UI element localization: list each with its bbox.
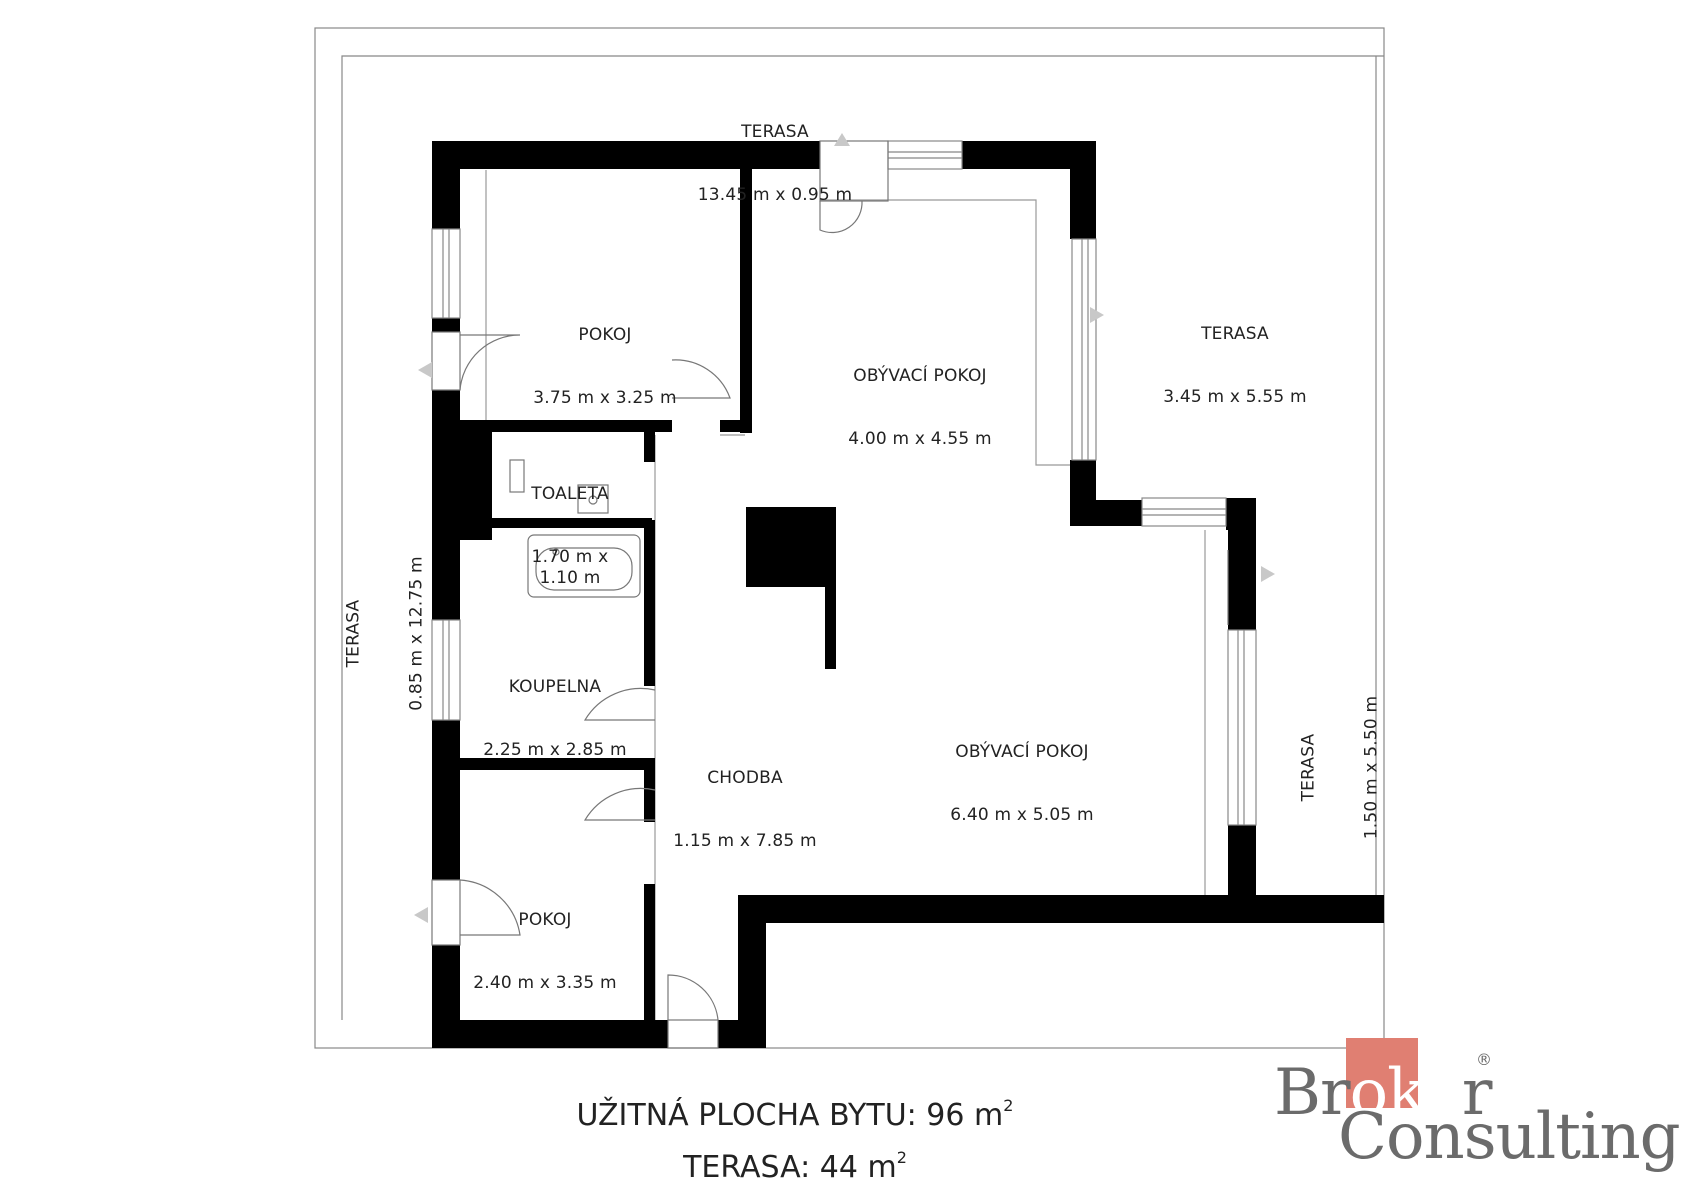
room-dims: 0.85 m x 12.75 m (406, 556, 427, 711)
room-dims: 13.45 m x 0.95 m (697, 185, 853, 205)
room-name: OBÝVACÍ POKOJ (853, 366, 987, 386)
fixtures (509, 459, 641, 598)
label-chodba: CHODBA 1.15 m x 7.85 m (645, 726, 845, 873)
registered-mark: ® (1476, 1050, 1492, 1069)
label-terasa-right: TERASA 3.45 m x 5.55 m (1125, 282, 1345, 429)
logo-word-consulting: Consulting (1338, 1100, 1681, 1174)
room-name: TOALETA (531, 484, 609, 504)
room-name: POKOJ (518, 910, 572, 930)
area-summary: UŽITNÁ PLOCHA BYTU: 96 m2 TERASA: 44 m2 (520, 1085, 1070, 1189)
room-name: CHODBA (707, 768, 783, 788)
logo-word-broker: Broker (1274, 1056, 1492, 1130)
broker-consulting-logo: Broker ® Consulting (1272, 1038, 1681, 1170)
room-dims: 2.25 m x 2.85 m (483, 740, 627, 760)
doors (431, 140, 1229, 1049)
room-dims: 6.40 m x 5.05 m (950, 805, 1094, 825)
room-dims: 4.00 m x 4.55 m (848, 429, 992, 449)
room-name: TERASA (1201, 324, 1269, 344)
label-terasa-top: TERASA 13.45 m x 0.95 m (660, 80, 890, 227)
label-toaleta: TOALETA 1.70 m x 1.10 m (510, 442, 630, 610)
label-obyvaci-1: OBÝVACÍ POKOJ 4.00 m x 4.55 m (810, 324, 1030, 471)
room-name: TERASA (741, 122, 809, 142)
terrace-area: TERASA: 44 m2 (683, 1148, 907, 1185)
room-name: TERASA (1298, 733, 1319, 802)
windows (431, 140, 1257, 826)
door-arrow-icons (414, 133, 1275, 923)
room-dims: 3.45 m x 5.55 m (1163, 387, 1307, 407)
label-pokoj-2: POKOJ 2.40 m x 3.35 m (445, 868, 645, 1015)
logo-accent-box (1346, 1038, 1418, 1108)
label-obyvaci-2: OBÝVACÍ POKOJ 6.40 m x 5.05 m (912, 700, 1132, 847)
walls (432, 141, 1384, 1048)
usable-area: UŽITNÁ PLOCHA BYTU: 96 m2 (576, 1096, 1014, 1133)
room-name: OBÝVACÍ POKOJ (955, 742, 1089, 762)
room-name: TERASA (343, 599, 364, 668)
room-dims: 1.50 m x 5.50 m (1361, 695, 1382, 840)
room-name: KOUPELNA (508, 677, 602, 697)
room-name: POKOJ (578, 325, 632, 345)
label-terasa-left: TERASA 0.85 m x 12.75 m (302, 534, 449, 734)
label-pokoj-1: POKOJ 3.75 m x 3.25 m (505, 283, 705, 430)
room-dims: 1.70 m x 1.10 m (531, 547, 609, 588)
terrace-outline (314, 27, 1385, 1049)
label-terasa-east: TERASA 1.50 m x 5.50 m (1257, 668, 1404, 868)
room-dims: 1.15 m x 7.85 m (673, 831, 817, 851)
label-koupelna: KOUPELNA 2.25 m x 2.85 m (465, 635, 645, 782)
room-dims: 2.40 m x 3.35 m (473, 973, 617, 993)
room-dims: 3.75 m x 3.25 m (533, 388, 677, 408)
